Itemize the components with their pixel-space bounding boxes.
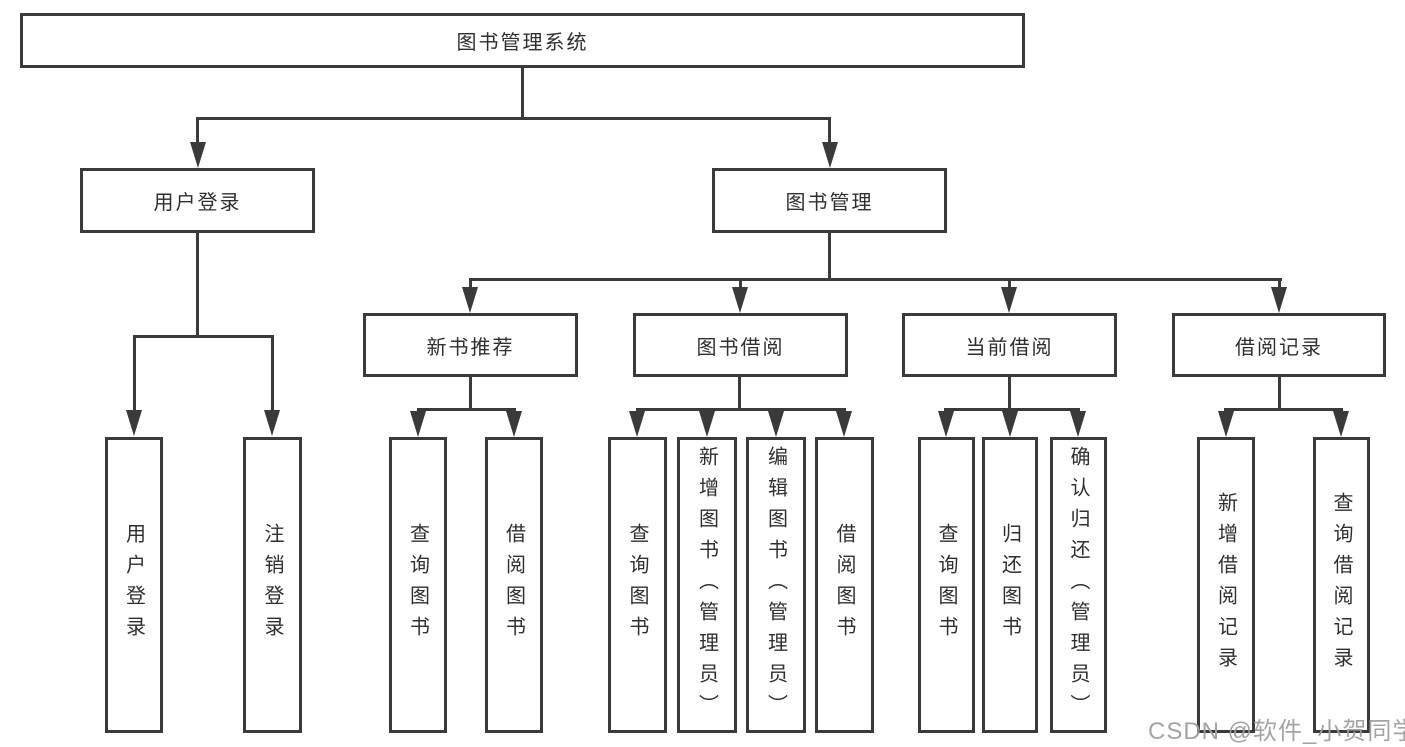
- leaf-user-login: 用户登录: [105, 437, 163, 733]
- leaf-logout: 注销登录: [243, 437, 302, 733]
- arrowhead-current-confirm: [1070, 411, 1086, 437]
- arrowhead-borrow-query: [629, 411, 645, 437]
- connector-current-hline: [944, 408, 1080, 411]
- connector-arm-leaf-logout: [271, 338, 274, 412]
- leaf-label: 借阅图书: [833, 523, 855, 647]
- node-root: 图书管理系统: [20, 13, 1025, 68]
- watermark: CSDN @软件_小贺同学: [1148, 718, 1405, 745]
- leaf-borrow-query-book: 查询图书: [608, 437, 667, 733]
- leaf-borrow-add-book: 新增图书（管理员）: [677, 437, 737, 733]
- connector-login-stem: [196, 233, 199, 335]
- leaf-label: 借阅图书: [502, 523, 525, 647]
- connector-current-stem: [1008, 377, 1011, 408]
- leaf-current-confirm-return: 确认归还（管理员）: [1050, 437, 1107, 733]
- leaf-current-return-book: 归还图书: [982, 437, 1038, 733]
- node-borrow-record: 借阅记录: [1172, 313, 1386, 377]
- leaf-label: 查询图书: [406, 523, 429, 647]
- leaf-label: 确认归还（管理员）: [1067, 445, 1089, 725]
- node-book-management: 图书管理: [712, 168, 947, 233]
- arrowhead-book-management: [822, 142, 838, 168]
- connector-bookmgmt-hline: [469, 278, 1282, 281]
- arrowhead-recommend-query: [410, 411, 426, 437]
- connector-borrow-hline: [636, 408, 846, 411]
- arrowhead-leaf-logout: [264, 410, 280, 436]
- arrowhead-record: [1271, 287, 1287, 313]
- node-new-book-recommend: 新书推荐: [363, 313, 578, 377]
- arrowhead-current: [1001, 287, 1017, 313]
- connector-arm-leaf-login: [133, 338, 136, 412]
- connector-borrow-stem: [738, 377, 741, 408]
- arrowhead-user-login: [190, 142, 206, 168]
- connector-root-stem: [521, 68, 524, 117]
- leaf-label: 查询借阅记录: [1330, 492, 1352, 678]
- connector-recommend-hline: [417, 408, 516, 411]
- connector-root-hline: [196, 117, 831, 120]
- leaf-recommend-borrow-book: 借阅图书: [485, 437, 543, 733]
- leaf-record-query: 查询借阅记录: [1313, 437, 1370, 733]
- arrowhead-current-query: [938, 411, 954, 437]
- arrowhead-borrow-edit: [768, 411, 784, 437]
- arrowhead-current-return: [1002, 411, 1018, 437]
- leaf-label: 用户登录: [122, 523, 145, 647]
- connector-arm-recommend: [469, 281, 472, 290]
- leaf-label: 编辑图书（管理员）: [764, 445, 787, 725]
- connector-arm-current: [1008, 281, 1011, 290]
- arrowhead-record-add: [1218, 411, 1234, 437]
- leaf-borrow-edit-book: 编辑图书（管理员）: [746, 437, 806, 733]
- connector-arm-borrow: [739, 281, 742, 290]
- connector-arm-record: [1278, 281, 1281, 290]
- leaf-label: 归还图书: [998, 523, 1021, 647]
- leaf-label: 新增借阅记录: [1214, 492, 1237, 678]
- connector-arm-book-management: [828, 120, 831, 144]
- connector-record-stem: [1278, 377, 1281, 408]
- leaf-recommend-query-book: 查询图书: [389, 437, 447, 733]
- node-current-borrow: 当前借阅: [902, 313, 1117, 377]
- connector-recommend-stem: [469, 377, 472, 408]
- connector-login-hline: [133, 335, 274, 338]
- connector-bookmgmt-stem: [828, 233, 831, 278]
- node-book-borrow: 图书借阅: [633, 313, 848, 377]
- arrowhead-borrow-add: [699, 411, 715, 437]
- leaf-record-add: 新增借阅记录: [1197, 437, 1255, 733]
- arrowhead-record-query: [1333, 411, 1349, 437]
- arrowhead-borrow: [732, 287, 748, 313]
- leaf-label: 新增图书（管理员）: [695, 445, 718, 725]
- connector-record-hline: [1224, 408, 1343, 411]
- node-user-login: 用户登录: [80, 168, 315, 233]
- arrowhead-borrow-borrow: [836, 411, 852, 437]
- leaf-current-query-book: 查询图书: [918, 437, 975, 733]
- leaf-label: 查询图书: [935, 523, 957, 647]
- leaf-label: 注销登录: [261, 523, 283, 647]
- connector-arm-user-login: [196, 120, 199, 144]
- leaf-borrow-borrow-book: 借阅图书: [815, 437, 874, 733]
- leaf-label: 查询图书: [626, 523, 648, 647]
- arrowhead-leaf-login: [126, 410, 142, 436]
- arrowhead-recommend-borrow: [506, 411, 522, 437]
- arrowhead-recommend: [462, 287, 478, 313]
